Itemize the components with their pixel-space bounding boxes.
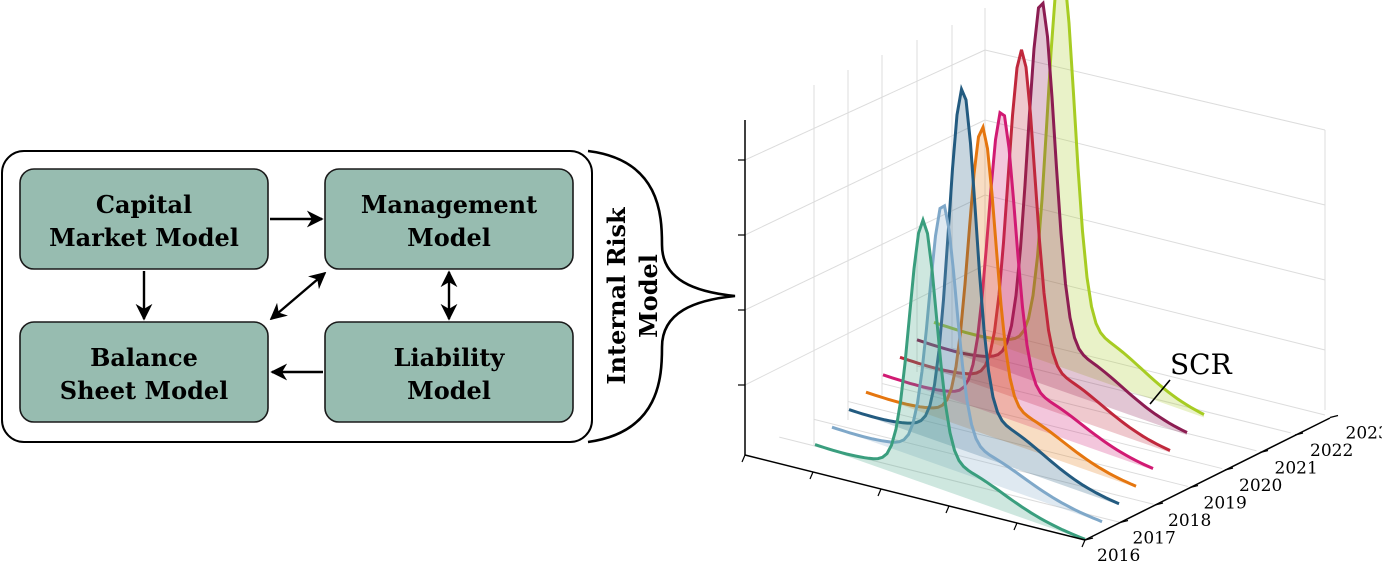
year-tick-2021	[1259, 449, 1269, 454]
year-tick-labels: 20162017201820192020202120222023	[1084, 414, 1382, 564]
x-tick-2	[877, 488, 882, 497]
arrow-management-balance-bidirectional	[269, 271, 327, 321]
x-axis	[744, 454, 1086, 541]
year-tick-2017	[1119, 519, 1129, 524]
scr-label: SCR	[1170, 348, 1233, 381]
risk-model-diagram: Capital Market Model Management Model Ba…	[1, 149, 736, 444]
year-tick-2020	[1224, 467, 1234, 471]
year-tick-2022	[1294, 432, 1304, 436]
capital-market-model-box: Capital Market Model	[19, 168, 269, 270]
ridge-line-2021	[899, 49, 1171, 452]
ridge-fill-2022	[917, 3, 1187, 436]
label-line2: Model	[634, 254, 663, 338]
year-label-2018: 2018	[1168, 511, 1211, 531]
ridge-fill-2020	[883, 112, 1153, 470]
curly-brace	[587, 149, 736, 444]
grid-line-floor-5	[916, 365, 1257, 452]
year-label-2021: 2021	[1275, 459, 1318, 479]
x-tick-4	[1013, 522, 1018, 531]
balance-sheet-model-box: Balance Sheet Model	[19, 321, 269, 423]
year-tick-2018	[1154, 502, 1164, 506]
ridge-fill-2016	[815, 220, 1085, 540]
grid-line-rwall-1	[984, 119, 1326, 206]
year-label-2020: 2020	[1239, 476, 1282, 496]
ridge-line-2018	[848, 84, 1120, 506]
x-tick-5	[1081, 539, 1086, 548]
scr-leader-line	[1149, 379, 1171, 405]
year-label-2019: 2019	[1204, 494, 1247, 514]
management-model-box: Management Model	[324, 168, 574, 270]
ridge-fill-2021	[900, 49, 1170, 453]
x-tick-3	[945, 505, 950, 514]
ridge-line-2020	[882, 110, 1154, 470]
grid-line-wall-1	[744, 119, 986, 236]
grid-line-floor-7	[984, 329, 1326, 416]
x-tick-1	[809, 471, 814, 480]
liability-line1: Liability	[394, 343, 506, 372]
ridge-fill-2017	[832, 205, 1102, 523]
grid-line-wall-0	[744, 49, 986, 161]
year-label-2022: 2022	[1310, 441, 1353, 461]
grid-line-floor-4	[882, 383, 1223, 470]
label-line1: Internal Risk	[602, 206, 631, 385]
grid-line-floor-3	[847, 400, 1188, 487]
grid-line-floor-2	[813, 418, 1154, 505]
chart-axes	[738, 120, 1331, 548]
internal-risk-model-label: Internal Risk Model	[602, 206, 663, 385]
scr-annotation: SCR	[1149, 348, 1233, 405]
x-tick-0	[741, 454, 746, 463]
year-tick-2016	[1084, 537, 1094, 541]
chart-ridges	[814, 0, 1205, 541]
capital-market-line2: Market Model	[49, 223, 239, 252]
ridgeline-chart: 20162017201820192020202120222023 SCR	[738, 0, 1382, 564]
year-label-2016: 2016	[1097, 546, 1140, 564]
ridge-line-2016	[814, 215, 1086, 541]
year-tick-2023	[1329, 414, 1339, 419]
y-axis	[1084, 417, 1331, 541]
year-label-2023: 2023	[1346, 424, 1382, 444]
management-line1: Management	[361, 190, 537, 219]
year-label-2017: 2017	[1133, 529, 1176, 549]
year-tick-2019	[1189, 484, 1199, 489]
liability-model-box: Liability Model	[324, 321, 574, 423]
balance-sheet-line2: Sheet Model	[60, 376, 229, 405]
ridge-fill-2023	[934, 0, 1204, 418]
ridge-fill-2018	[849, 89, 1119, 506]
balance-sheet-line1: Balance	[90, 343, 198, 372]
management-line2: Model	[407, 223, 491, 252]
grid-line-rwall-0	[984, 49, 1326, 131]
ridge-line-2017	[831, 203, 1103, 524]
liability-line2: Model	[407, 376, 491, 405]
capital-market-line1: Capital	[96, 190, 192, 219]
ridge-line-2019	[865, 122, 1137, 488]
